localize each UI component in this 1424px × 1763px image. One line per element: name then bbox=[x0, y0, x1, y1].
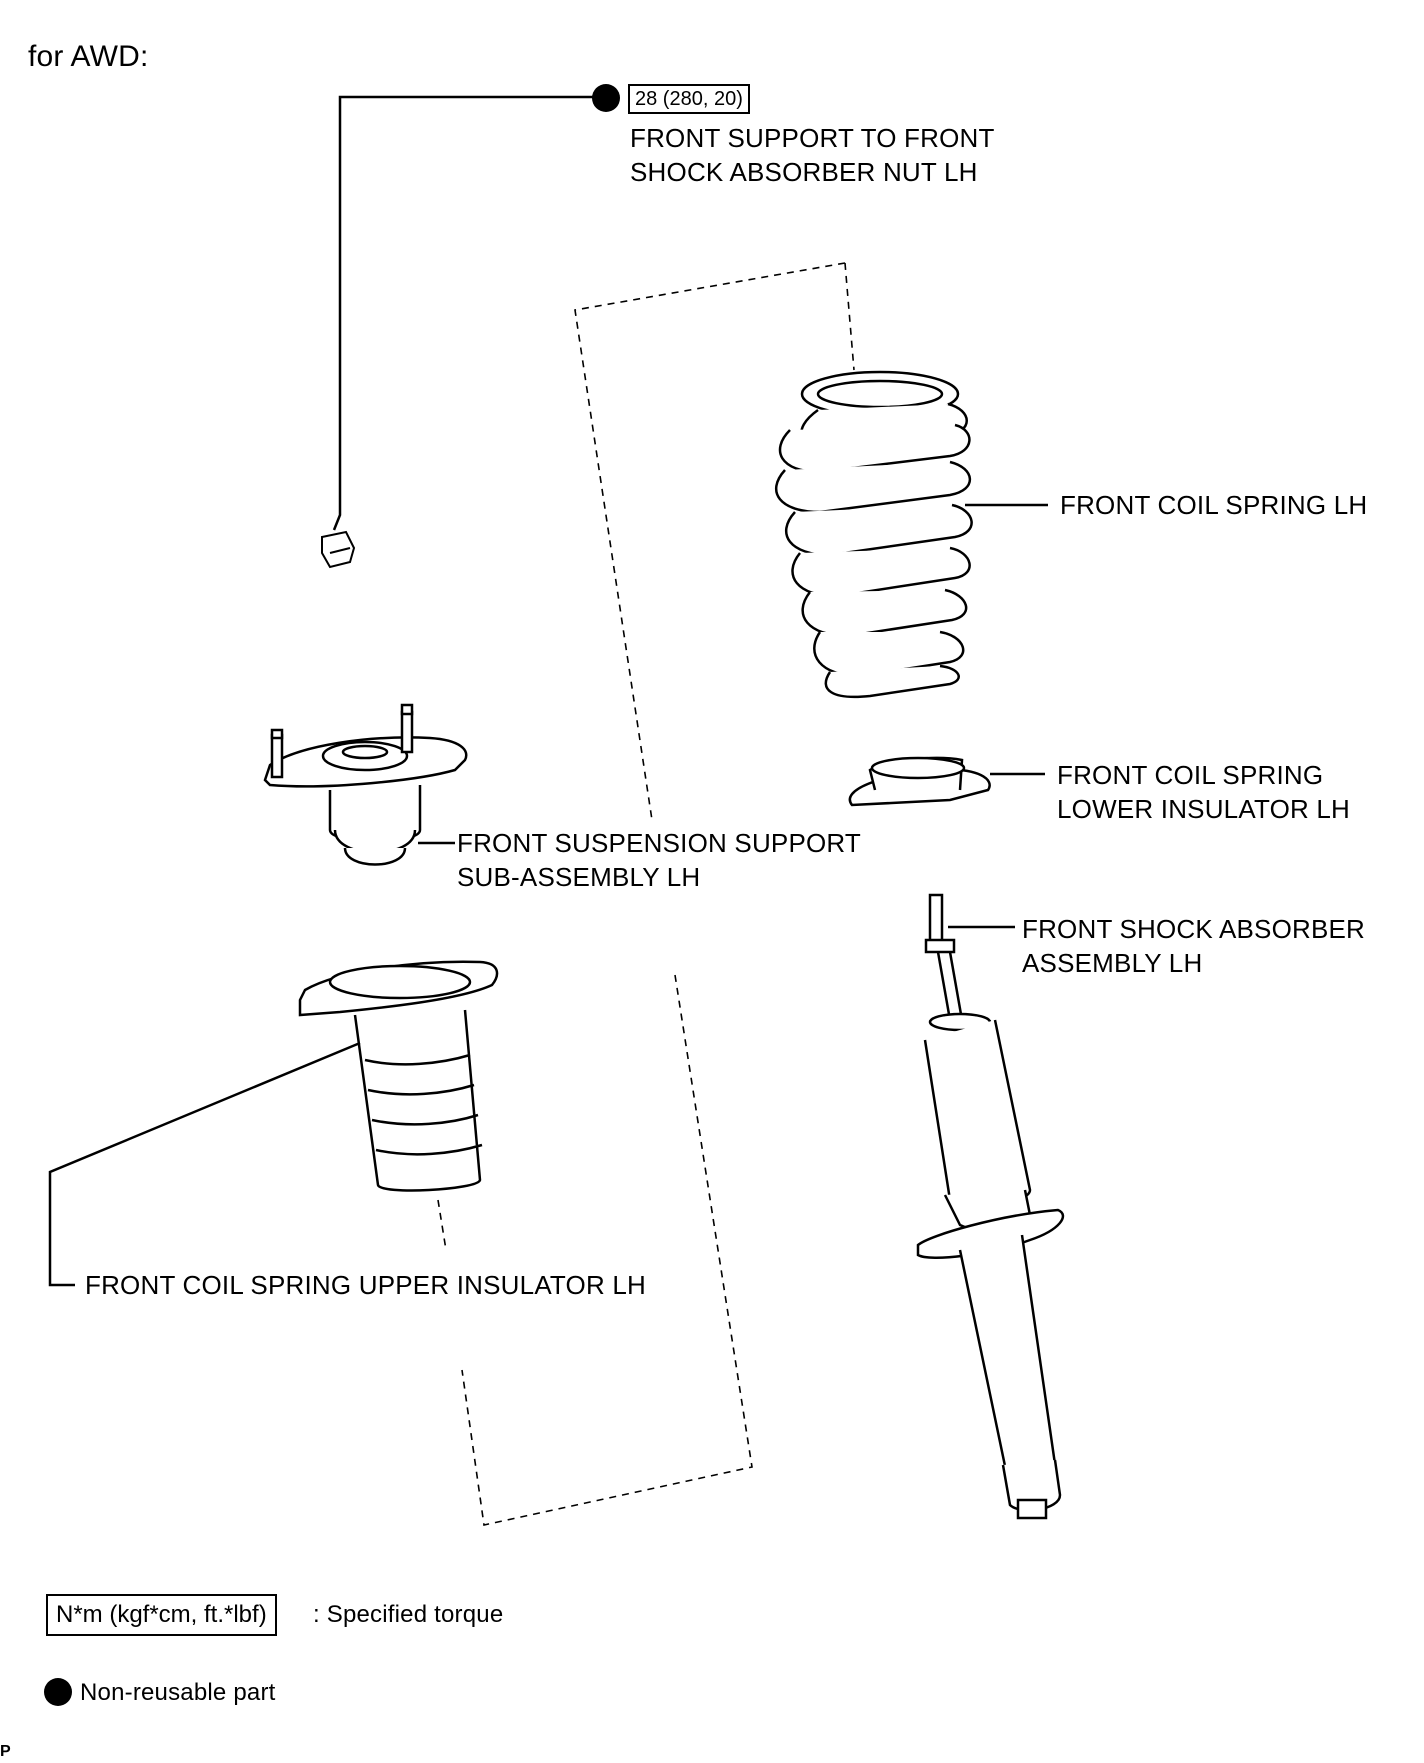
suspension-support-label-line1: FRONT SUSPENSION SUPPORT bbox=[457, 828, 862, 858]
suspension-support-icon bbox=[263, 703, 468, 866]
nut-leader-line bbox=[332, 95, 600, 531]
shock-absorber-label-line2: ASSEMBLY LH bbox=[1022, 948, 1203, 978]
torque-spec-box: 28 (280, 20) bbox=[628, 84, 750, 114]
shock-absorber-icon bbox=[916, 893, 1065, 1520]
lower-insulator-label-line1: FRONT COIL SPRING bbox=[1057, 760, 1324, 790]
lower-insulator-icon bbox=[848, 756, 991, 807]
legend-torque-text: : Specified torque bbox=[313, 1601, 504, 1628]
variant-heading: for AWD: bbox=[28, 40, 149, 73]
shock-absorber-label-line1: FRONT SHOCK ABSORBER bbox=[1022, 914, 1366, 944]
nut-label-line2: SHOCK ABSORBER NUT LH bbox=[630, 157, 978, 187]
legend-torque-unit: N*m (kgf*cm, ft.*lbf) bbox=[46, 1594, 277, 1636]
non-reusable-icon bbox=[592, 84, 620, 112]
coil-spring-label: FRONT COIL SPRING LH bbox=[1060, 490, 1368, 520]
upper-insulator-leader bbox=[48, 1041, 361, 1287]
lower-insulator-label-line2: LOWER INSULATOR LH bbox=[1057, 794, 1351, 824]
upper-insulator-label: FRONT COIL SPRING UPPER INSULATOR LH bbox=[85, 1270, 647, 1300]
coil-spring-icon bbox=[774, 370, 973, 699]
legend-non-reusable-text: Non-reusable part bbox=[80, 1679, 276, 1706]
alignment-dashed-line bbox=[437, 262, 855, 1526]
suspension-support-label-line2: SUB-ASSEMBLY LH bbox=[457, 862, 701, 892]
footer-mark: P bbox=[0, 1743, 11, 1760]
nut-label-line1: FRONT SUPPORT TO FRONT bbox=[630, 123, 995, 153]
upper-insulator-icon bbox=[298, 960, 499, 1192]
legend-non-reusable-icon bbox=[44, 1678, 72, 1706]
nut-icon bbox=[321, 530, 356, 569]
